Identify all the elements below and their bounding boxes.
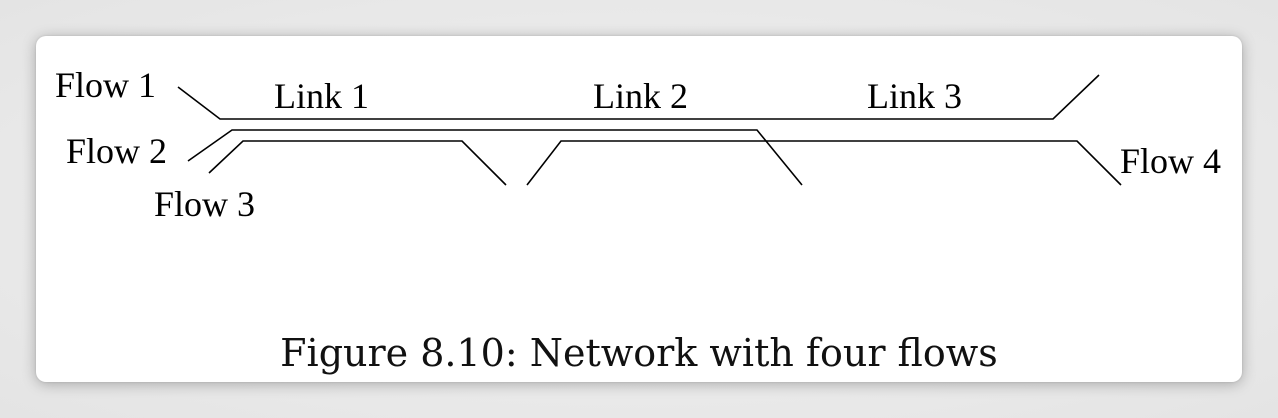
- flow-4-label: Flow 4: [1120, 141, 1221, 181]
- link-1-label: Link 1: [274, 76, 369, 116]
- flow-3-label: Flow 3: [154, 184, 255, 224]
- link-3-label: Link 3: [867, 76, 962, 116]
- flow-4-path: [526, 140, 1122, 186]
- flow-2-path: [187, 129, 803, 186]
- figure-card: [36, 36, 1242, 382]
- flow-3-path-left: [208, 140, 507, 186]
- flow-1-label: Flow 1: [55, 65, 156, 105]
- figure-caption: Figure 8.10: Network with four flows: [280, 331, 998, 375]
- link-2-label: Link 2: [593, 76, 688, 116]
- flow-1-path: [177, 74, 1100, 120]
- flow-2-label: Flow 2: [66, 131, 167, 171]
